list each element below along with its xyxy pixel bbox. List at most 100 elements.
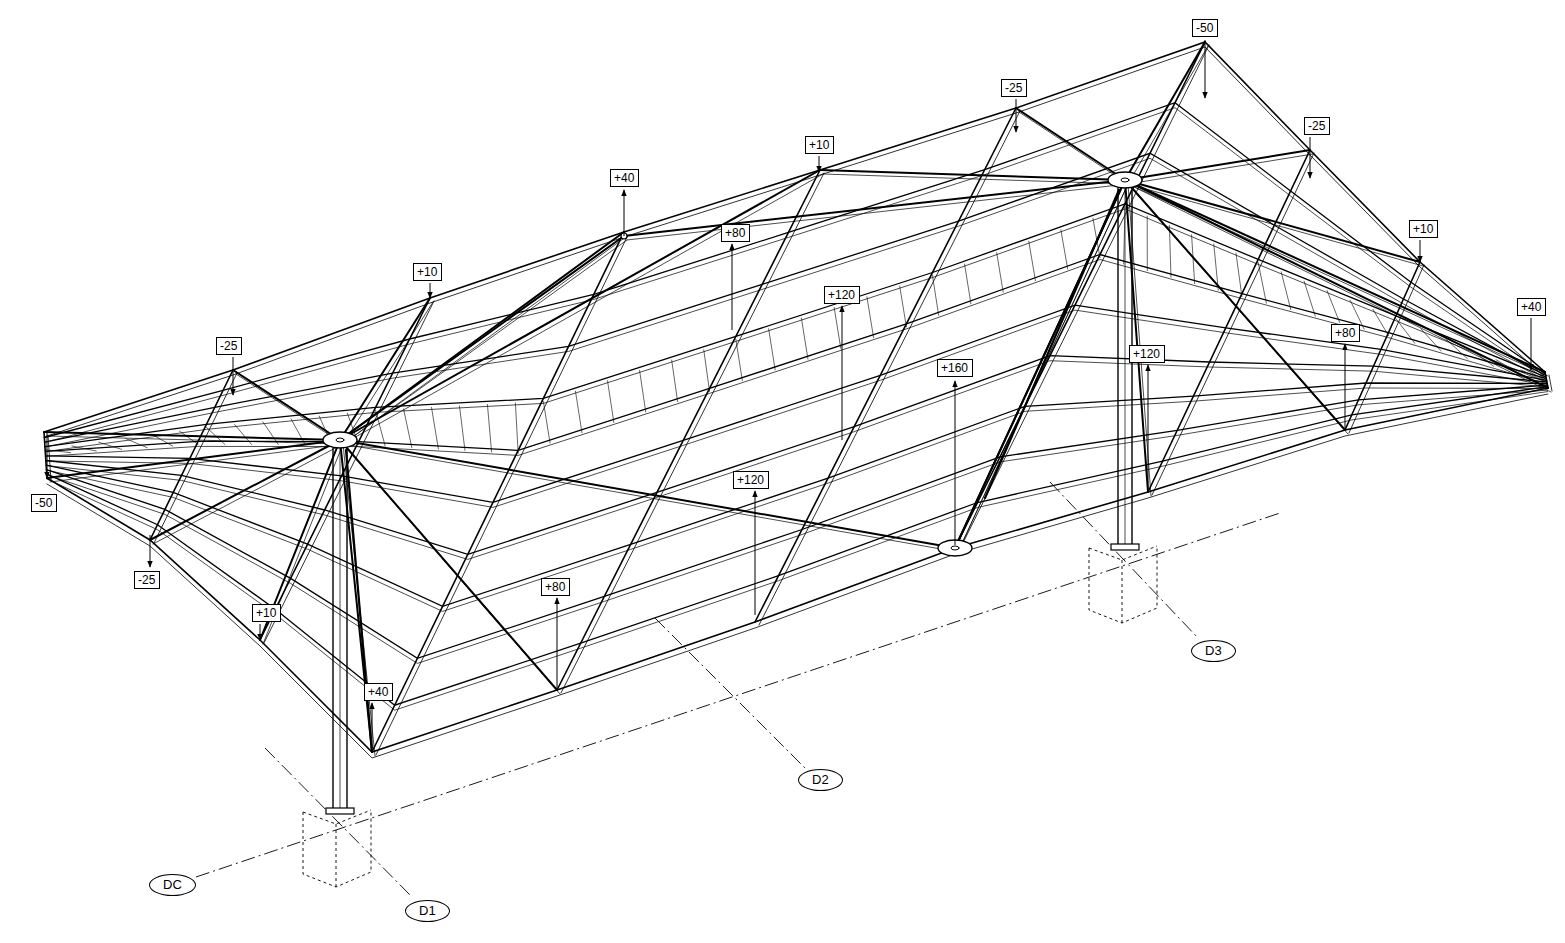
truss-web	[487, 404, 491, 452]
base-plate	[326, 808, 354, 814]
truss-web	[1061, 230, 1068, 269]
back-eave-beam	[44, 42, 1545, 432]
truss-web	[99, 442, 122, 449]
elevation-value: -25	[1005, 81, 1022, 95]
elevation-tag: +10	[1409, 220, 1438, 238]
purlin	[45, 153, 1546, 442]
axis-label: D3	[1205, 643, 1222, 658]
elevation-tag: +120	[1129, 345, 1165, 363]
truss-web	[965, 264, 971, 304]
elevation-tag: -25	[134, 571, 160, 589]
elevation-value: +120	[828, 288, 855, 302]
radial-brace	[340, 232, 624, 440]
elevation-value: +80	[1335, 326, 1355, 340]
back-eave-flange	[44, 47, 1545, 437]
radial-brace	[1125, 180, 1545, 372]
truss-web	[153, 435, 173, 446]
radial-brace	[624, 180, 1125, 236]
radial-brace	[44, 432, 340, 440]
front-eave-flange	[47, 394, 1548, 758]
radial-brace-flange	[1128, 46, 1208, 184]
radial-brace	[340, 298, 430, 440]
hub-bore	[1121, 178, 1129, 182]
base-plate	[1111, 544, 1139, 550]
elevation-value: +80	[545, 580, 565, 594]
elevation-leader	[47, 432, 48, 478]
column	[1131, 188, 1132, 548]
elevation-value: -25	[220, 339, 237, 353]
elevation-tag: +10	[252, 604, 281, 622]
truss-web	[769, 329, 776, 370]
truss-web	[867, 297, 874, 338]
radial-brace-flange	[1128, 184, 1348, 434]
elevation-leader	[260, 624, 261, 640]
grid-axis-bubble: DC	[149, 874, 196, 896]
footing-outline	[303, 810, 371, 887]
column-web	[340, 448, 341, 812]
elevation-value: +10	[809, 138, 829, 152]
elevation-value: -25	[1308, 119, 1325, 133]
truss-web	[404, 409, 412, 448]
truss-web	[1281, 272, 1291, 310]
elevation-tag: -25	[1001, 79, 1027, 97]
grid-line	[1050, 482, 1198, 638]
radial-brace-flange	[50, 444, 343, 482]
truss-web	[1396, 319, 1415, 343]
radial-brace-flange	[343, 174, 823, 444]
elevation-tag: -25	[1304, 117, 1330, 135]
radial-brace	[1016, 108, 1125, 180]
truss-web	[801, 318, 808, 359]
radial-brace-flange	[153, 444, 343, 544]
column-web	[1125, 188, 1126, 548]
purlin	[44, 103, 1545, 438]
elevation-tag: +10	[805, 136, 834, 154]
truss-web	[997, 253, 1004, 293]
radial-brace	[340, 170, 820, 440]
elevation-leader	[1016, 99, 1017, 132]
elevation-value: +80	[725, 226, 745, 240]
truss-web	[1258, 262, 1266, 303]
truss-web	[736, 339, 743, 380]
radial-brace	[340, 236, 624, 440]
truss-web	[900, 286, 907, 327]
elevation-leader	[430, 283, 431, 298]
elevation-value: +10	[417, 265, 437, 279]
radial-brace	[47, 440, 340, 478]
radial-brace-flange	[343, 444, 375, 756]
radial-brace-flange	[343, 444, 560, 694]
radial-brace	[340, 440, 557, 690]
truss-web	[932, 275, 938, 315]
truss-web	[704, 350, 710, 392]
radial-brace-flange	[47, 436, 343, 444]
elevation-tag: +10	[413, 263, 442, 281]
truss-web	[672, 360, 678, 402]
purlin-flange	[46, 388, 1547, 611]
radial-brace	[233, 370, 340, 440]
elevation-value: +10	[256, 606, 276, 620]
truss-web	[1236, 253, 1242, 296]
rafter-flange	[376, 235, 628, 755]
elevation-value: +40	[1521, 300, 1541, 314]
elevation-leader	[1205, 40, 1206, 98]
radial-brace	[150, 440, 340, 540]
radial-brace	[340, 440, 955, 548]
truss-web	[575, 391, 582, 433]
truss-web	[834, 307, 841, 348]
truss-web	[45, 450, 71, 453]
elevation-leader	[1531, 318, 1532, 370]
radial-brace-flange	[823, 174, 1128, 184]
radial-brace	[1125, 180, 1548, 388]
radial-brace-flange	[1019, 112, 1128, 184]
truss-web	[72, 446, 96, 451]
radial-brace	[340, 440, 372, 752]
purlin-flange	[45, 260, 1546, 457]
hub-plate	[1108, 172, 1142, 188]
radial-brace-flange	[343, 444, 958, 552]
column	[346, 448, 347, 812]
column	[1117, 188, 1118, 548]
truss-web	[1373, 309, 1388, 335]
radial-brace	[1125, 180, 1148, 492]
